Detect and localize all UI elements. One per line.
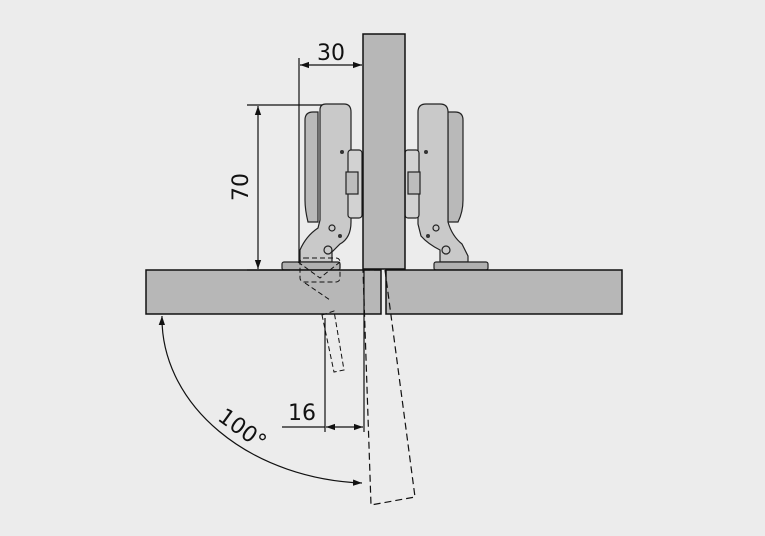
door-panel: [362, 33, 406, 270]
dimension-70: [247, 104, 322, 271]
left-hinge: [281, 103, 363, 271]
angle-arc: [158, 315, 363, 486]
right-hinge: [404, 103, 489, 271]
left-cabinet-panel: [145, 269, 382, 315]
right-cabinet-panel: [385, 269, 623, 315]
dimension-30: [298, 58, 362, 262]
opened-door-outline: [362, 269, 416, 506]
dimension-16-label: 16: [288, 401, 316, 426]
dimension-70-label: 70: [229, 173, 254, 201]
dimension-30-label: 30: [317, 41, 345, 66]
